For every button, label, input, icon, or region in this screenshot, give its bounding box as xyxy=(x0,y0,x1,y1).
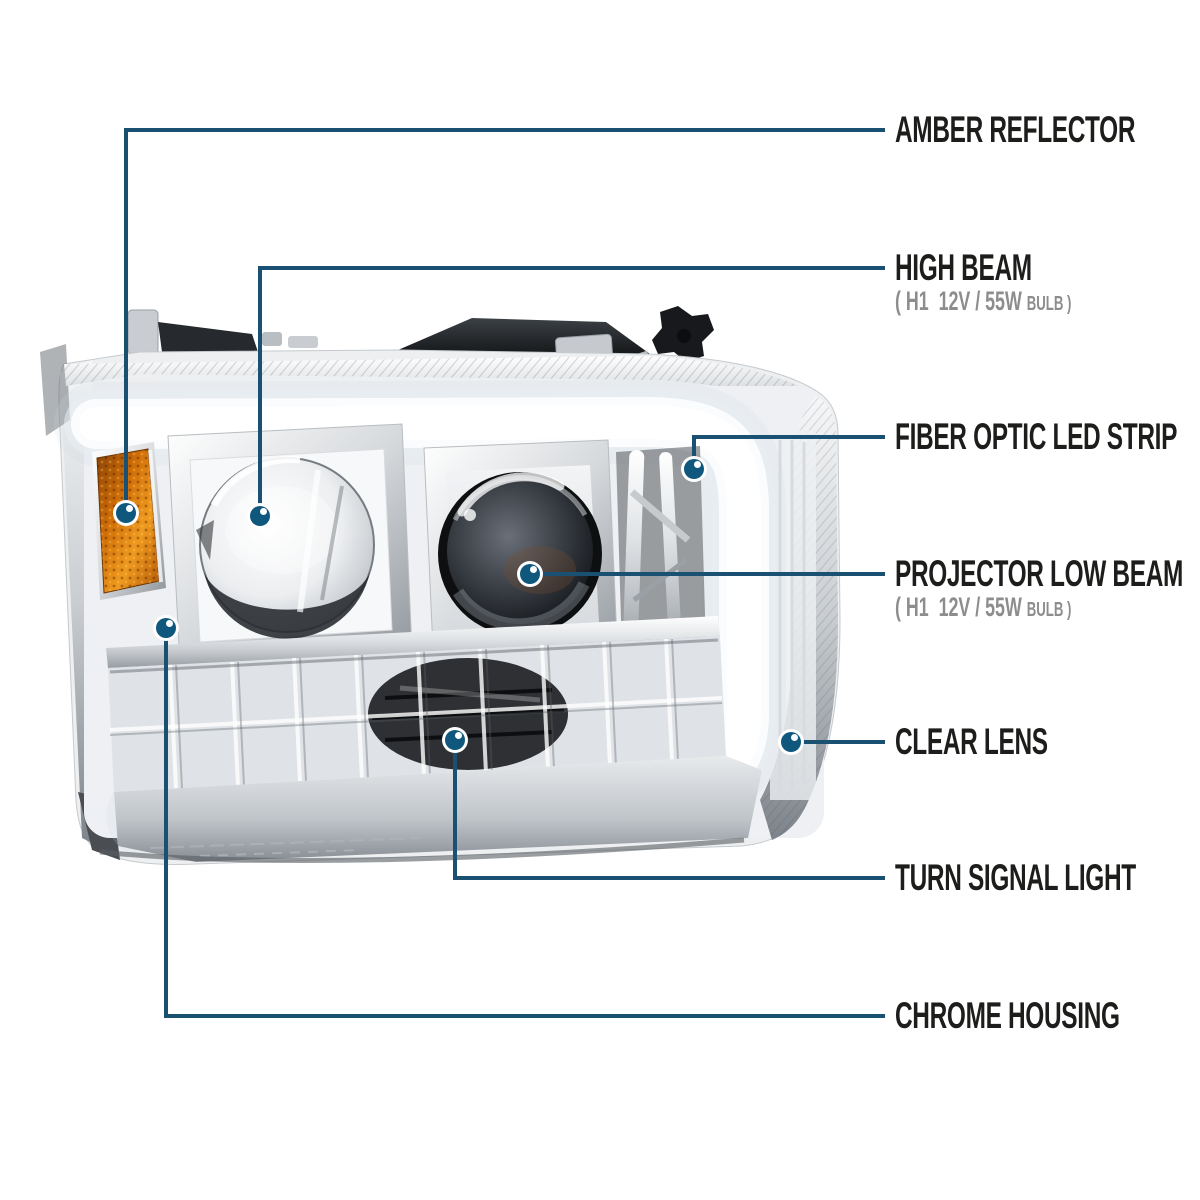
callout-line-chrome-housing xyxy=(164,628,885,1018)
label-text: CHROME HOUSING xyxy=(895,995,1120,1036)
callout-label-amber-reflector: AMBER REFLECTOR xyxy=(895,111,1200,149)
callout-lines xyxy=(124,128,885,1018)
adjuster-rods-art xyxy=(616,446,706,654)
callout-label-clear-lens: CLEAR LENS xyxy=(895,723,1126,761)
label-text: AMBER REFLECTOR xyxy=(895,109,1136,150)
callout-label-high-beam: HIGH BEAM ( H1 12V / 55W BULB ) xyxy=(895,249,1162,320)
bulb-spec-text: ( H1 12V / 55W xyxy=(895,592,1027,622)
clear-lens-bottom-art xyxy=(99,756,762,863)
label-text: CLEAR LENS xyxy=(895,721,1048,762)
callout-label-turn-signal-light: TURN SIGNAL LIGHT xyxy=(895,859,1200,897)
callout-dot-amber-reflector-icon xyxy=(113,500,139,526)
label-subtext: ( H1 12V / 55W BULB ) xyxy=(895,287,1071,320)
callout-line-turn-signal-light xyxy=(453,740,885,880)
callout-label-fiber-optic-led-strip: FIBER OPTIC LED STRIP xyxy=(895,418,1200,456)
high-beam-art xyxy=(167,423,430,698)
callout-dot-chrome-housing-icon xyxy=(153,615,179,641)
label-text: HIGH BEAM xyxy=(895,247,1032,288)
bulb-word-text: BULB ) xyxy=(1026,293,1072,315)
bulb-spec-text: ( H1 12V / 55W xyxy=(895,286,1027,316)
callout-dots xyxy=(113,456,804,755)
callout-dot-turn-signal-light-icon xyxy=(442,727,468,753)
callout-dot-fiber-optic-led-strip-icon xyxy=(681,456,707,482)
callout-dot-high-beam-icon xyxy=(247,503,273,529)
callout-dot-clear-lens-icon xyxy=(778,729,804,755)
label-text: TURN SIGNAL LIGHT xyxy=(895,857,1136,898)
callout-line-high-beam xyxy=(258,266,885,516)
turn-signal-art xyxy=(106,616,726,792)
callout-line-amber-reflector xyxy=(124,128,885,513)
label-text: PROJECTOR LOW BEAM xyxy=(895,553,1184,594)
callout-label-chrome-housing: CHROME HOUSING xyxy=(895,997,1200,1035)
bulb-word-text: BULB ) xyxy=(1026,599,1072,621)
callout-dot-projector-low-beam-icon xyxy=(517,561,543,587)
label-subtext: ( H1 12V / 55W BULB ) xyxy=(895,593,1183,626)
label-text: FIBER OPTIC LED STRIP xyxy=(895,416,1178,457)
callout-label-projector-low-beam: PROJECTOR LOW BEAM ( H1 12V / 55W BULB ) xyxy=(895,555,1200,626)
